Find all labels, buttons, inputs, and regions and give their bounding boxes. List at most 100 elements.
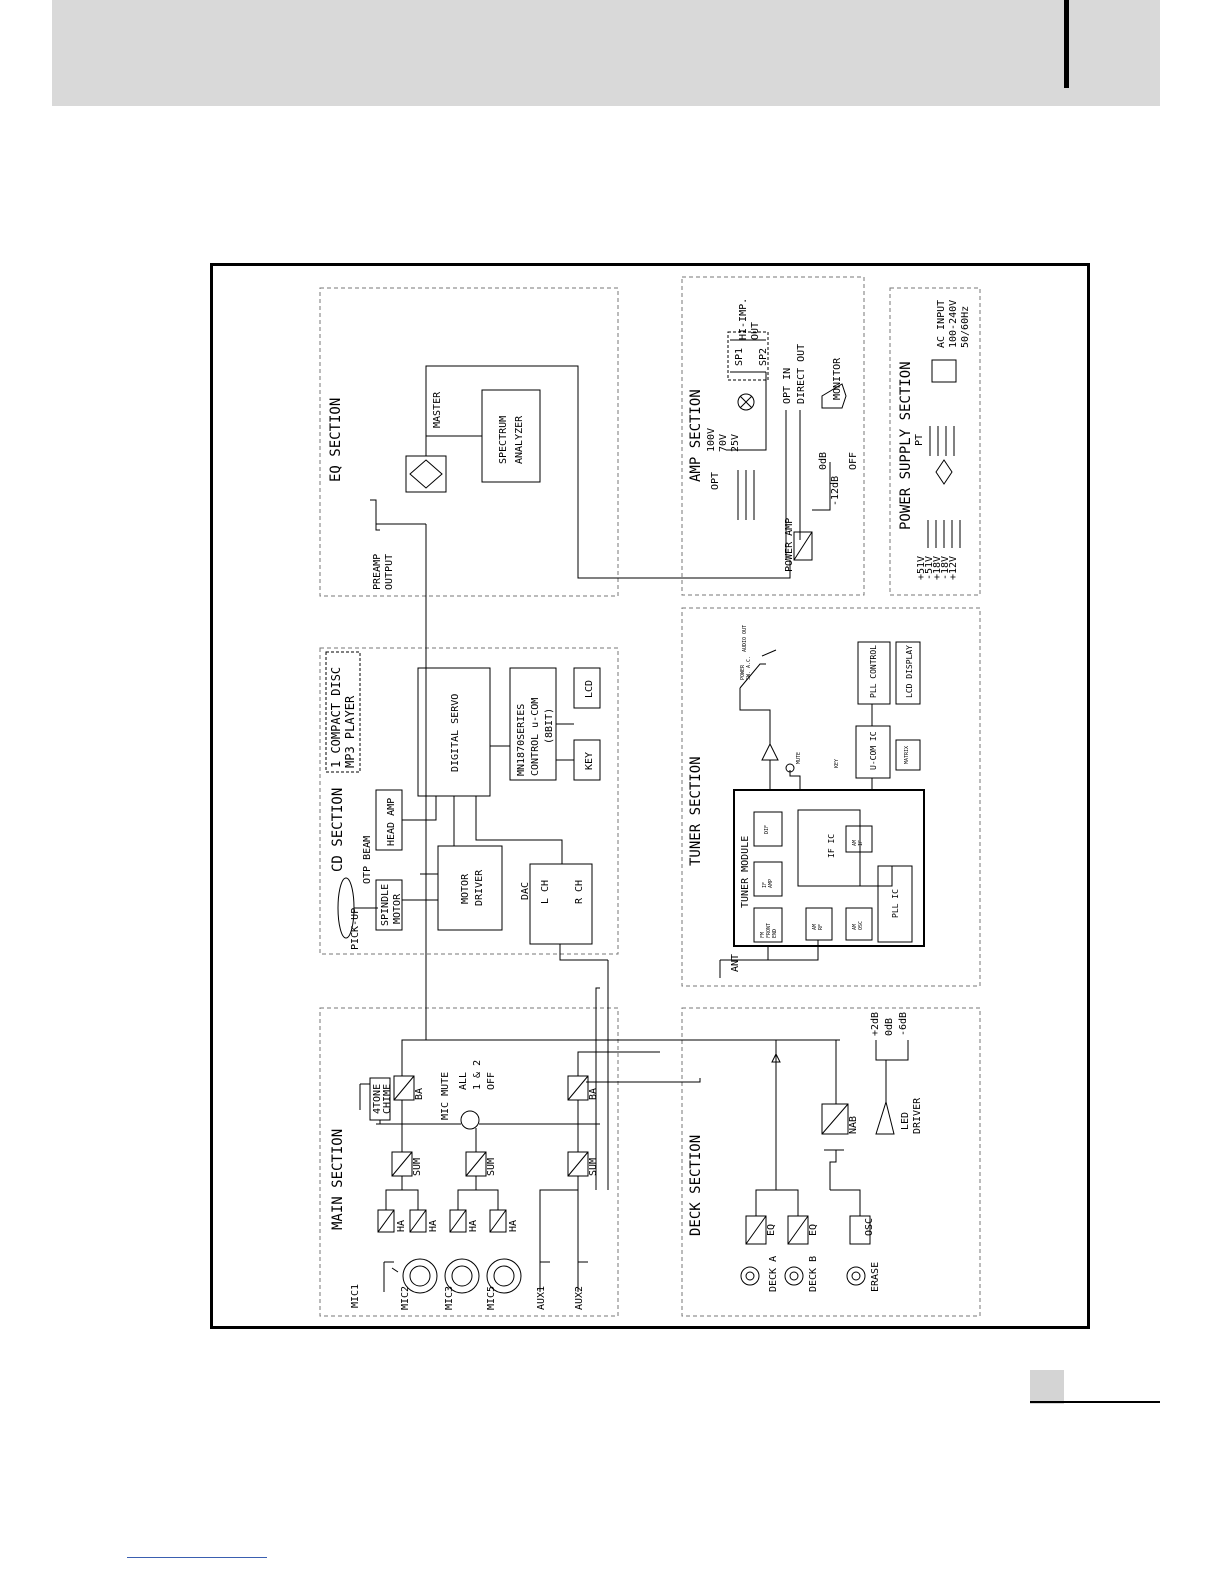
amp-section-box xyxy=(681,276,865,596)
chime-label-line2: CHIME xyxy=(382,1084,393,1114)
eq-section-title: EQ SECTION xyxy=(328,398,344,482)
digital-servo-label: DIGITAL SERVO xyxy=(450,694,461,772)
dif-label: DIF xyxy=(764,825,770,834)
chime-label-line1: 4TONE xyxy=(372,1084,383,1114)
spindle-motor-line1: SPINDLE xyxy=(380,884,391,926)
u-com-ic-label: U-COM IC xyxy=(869,731,878,770)
spindle-motor-line2: MOTOR xyxy=(392,893,403,924)
key-label: KEY xyxy=(584,752,595,770)
ha-label-2: HA xyxy=(428,1220,439,1232)
sp2-label: SP2 xyxy=(758,348,769,366)
am-if-line1: AM xyxy=(852,840,858,846)
fm-front-end-line1: FM xyxy=(760,932,766,938)
power-section-box xyxy=(889,287,981,596)
tuner-section-title: TUNER SECTION xyxy=(688,756,704,866)
ha-label-3: HA xyxy=(468,1220,479,1232)
power-section-title: POWER SUPPLY SECTION xyxy=(898,361,914,530)
monitor-label: MONITOR xyxy=(832,357,843,400)
pll-control-label: PLL CONTROL xyxy=(869,645,878,698)
power-sw-line1: POWER xyxy=(740,664,746,680)
tap-25v: 25V xyxy=(730,434,741,452)
header-marker-bar xyxy=(1064,0,1069,88)
rail-plus18v: +18V xyxy=(932,556,943,580)
rail-plus51v: +51V xyxy=(916,556,927,580)
cd-section-box xyxy=(319,647,619,955)
am-rf-line1: AM xyxy=(812,924,818,930)
cd-badge: 1 COMPACT DISC MP3 PLAYER xyxy=(325,651,361,773)
main-input-mic5: MIC5 xyxy=(486,1286,497,1310)
ac-input-line1: AC INPUT xyxy=(936,300,947,348)
hi-imp-out-line1: HI-IMP. xyxy=(738,298,749,340)
dac-lch-label: L CH xyxy=(540,880,551,904)
eq-section-box xyxy=(319,287,619,597)
dac-rch-label: R CH xyxy=(574,880,585,904)
pll-ic-label: PLL IC xyxy=(891,889,900,918)
lcd-label: LCD xyxy=(584,680,595,698)
rail-minus18v: -18V xyxy=(940,556,951,580)
mic-mute-label: MIC MUTE xyxy=(440,1072,451,1120)
deck-eq-label-1: EQ xyxy=(766,1224,777,1236)
amp-minus12db-label: -12dB xyxy=(830,476,841,506)
ba-label-1: BA xyxy=(414,1088,425,1100)
ha-label-4: HA xyxy=(508,1220,519,1232)
pickup-label: PICK-UP xyxy=(350,908,361,950)
rail-minus51v: -51V xyxy=(924,556,935,580)
deck-level-plus2db: +2dB xyxy=(870,1012,881,1036)
fm-front-end-line3: END xyxy=(772,929,778,938)
cd-section-title: CD SECTION xyxy=(330,788,346,872)
spectrum-analyzer-line2: ANALYZER xyxy=(514,415,525,464)
am-rf-line2: RF xyxy=(818,924,824,930)
page-number-rule xyxy=(1030,1401,1160,1403)
nab-label: NAB xyxy=(848,1116,859,1134)
sum-label-2: SUM xyxy=(486,1158,497,1176)
footer-link-underline[interactable] xyxy=(127,1557,267,1558)
mute-option-off: OFF xyxy=(486,1072,497,1090)
audio-out-label: AUDIO OUT xyxy=(742,625,748,652)
amp-off-label: OFF xyxy=(848,452,859,470)
sum-label-3: SUM xyxy=(588,1158,599,1176)
sp1-label: SP1 xyxy=(734,348,745,366)
mute-option-1-2: 1 & 2 xyxy=(472,1060,483,1090)
main-input-mic3: MIC3 xyxy=(444,1286,455,1310)
hi-imp-out-line2: OUT xyxy=(750,322,761,340)
dac-label: DAC xyxy=(520,882,531,900)
deck-a-label: DECK A xyxy=(768,1256,779,1292)
am-if-line2: IF xyxy=(858,840,864,846)
tap-70v: 70V xyxy=(718,434,729,452)
page-number-tab xyxy=(1030,1370,1064,1404)
main-input-aux1: AUX1 xyxy=(536,1286,547,1310)
master-label: MASTER xyxy=(432,391,443,428)
amp-section-title: AMP SECTION xyxy=(688,389,704,482)
cd-badge-line2: MP3 PLAYER xyxy=(343,695,357,768)
led-driver-line2: DRIVER xyxy=(912,1097,923,1134)
main-section-title: MAIN SECTION xyxy=(330,1129,346,1230)
deck-level-0db: 0dB xyxy=(884,1018,895,1036)
key-matrix-line1: KEY xyxy=(834,759,840,768)
key-matrix-line2: MATRIX xyxy=(904,746,910,764)
main-input-mic2: MIC2 xyxy=(400,1286,411,1310)
sum-label-1: SUM xyxy=(412,1158,423,1176)
opt-in-label: OPT IN xyxy=(782,368,793,404)
deck-section-title: DECK SECTION xyxy=(688,1135,704,1236)
ant-label: ANT xyxy=(730,954,741,972)
ba-label-2: BA xyxy=(588,1088,599,1100)
power-amp-label: POWER AMP xyxy=(784,518,795,572)
deck-b-label: DECK B xyxy=(808,1256,819,1292)
preamp-output-line2: OUTPUT xyxy=(384,554,395,590)
main-input-aux2: AUX2 xyxy=(574,1286,585,1310)
deck-section-box xyxy=(681,1007,981,1317)
if-ic-label: IF IC xyxy=(827,834,836,858)
fm-front-end-line2: FRONT xyxy=(766,923,772,938)
erase-label: ERASE xyxy=(870,1262,881,1292)
if-amp-line2: AMP xyxy=(768,879,774,888)
rail-plus12v: +12V xyxy=(948,556,959,580)
spectrum-analyzer-line1: SPECTRUM xyxy=(498,416,509,464)
pt-label: PT xyxy=(914,434,925,446)
otp-beam-label: OTP BEAM xyxy=(362,836,373,884)
tap-100v: 100V xyxy=(706,428,717,452)
cd-badge-line1: 1 COMPACT DISC xyxy=(329,667,343,768)
ac-input-line3: 50/60Hz xyxy=(960,306,971,348)
osc-label: OSC xyxy=(864,1218,875,1236)
mute-option-all: ALL xyxy=(458,1072,469,1090)
